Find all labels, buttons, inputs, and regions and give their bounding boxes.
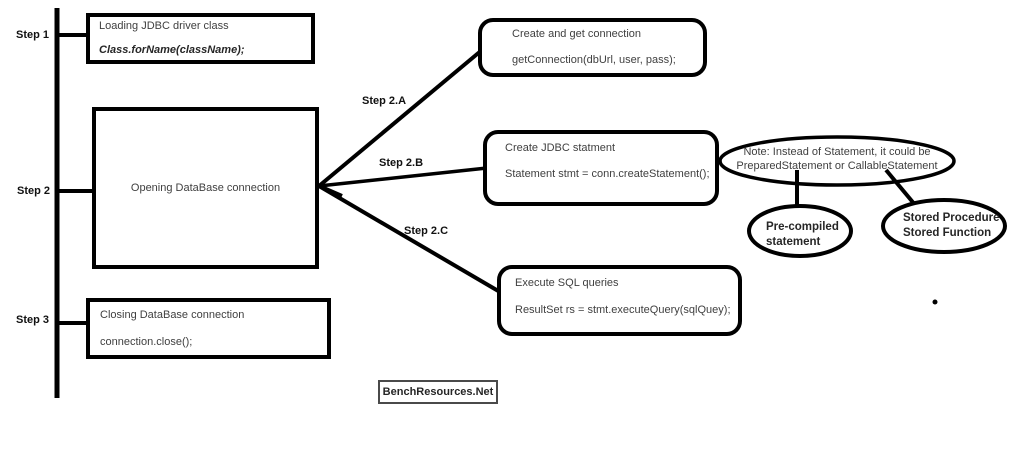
note-ellipse-text: Note: Instead of Statement, it could be … [722, 145, 952, 173]
period-dot [932, 299, 938, 305]
create-statement-title: Create JDBC statment [505, 142, 616, 154]
closing-connection-box: Closing DataBase connection connection.c… [86, 298, 331, 359]
watermark-box: BenchResources.Net [378, 380, 498, 404]
precompiled-line2: statement [766, 236, 821, 248]
note-line1: Note: Instead of Statement, it could be [743, 146, 931, 158]
step2b-label: Step 2.B [379, 157, 424, 169]
note-to-stored-line [884, 168, 918, 208]
step2a-line [317, 48, 484, 188]
execute-queries-box: Execute SQL queries ResultSet rs = stmt.… [497, 265, 742, 336]
closing-connection-title: Closing DataBase connection [100, 309, 245, 321]
watermark-text: BenchResources.Net [382, 386, 494, 398]
loading-driver-box: Loading JDBC driver class Class.forName(… [86, 13, 315, 64]
step2a-label: Step 2.A [362, 95, 407, 107]
create-connection-box: Create and get connection getConnection(… [478, 18, 707, 77]
note-line2: PreparedStatement or CallableStatement [736, 160, 938, 172]
loading-driver-code: Class.forName(className); [99, 44, 245, 56]
step3-label: Step 3 [16, 314, 50, 326]
step2b-line [318, 166, 488, 188]
step2-label: Step 2 [17, 185, 51, 197]
create-connection-code: getConnection(dbUrl, user, pass); [512, 54, 676, 66]
precompiled-ellipse-text: Pre-compiled statement [766, 220, 839, 250]
fan-arrowhead [318, 184, 343, 198]
opening-connection-title: Opening DataBase connection [130, 181, 281, 194]
stored-line1: Stored Procedure [903, 212, 1000, 224]
step2c-label: Step 2.C [404, 225, 449, 237]
stored-line2: Stored Function [903, 227, 992, 239]
precompiled-line1: Pre-compiled [766, 221, 839, 233]
step2c-line [317, 184, 502, 294]
closing-connection-code: connection.close(); [100, 336, 193, 348]
create-statement-box: Create JDBC statment Statement stmt = co… [483, 130, 719, 206]
stored-ellipse-text: Stored Procedure Stored Function [903, 211, 1000, 241]
precompiled-ellipse-outline [747, 204, 853, 258]
opening-connection-box: Opening DataBase connection [92, 107, 319, 269]
step1-label: Step 1 [16, 29, 50, 41]
create-statement-code: Statement stmt = conn.createStatement(); [505, 168, 710, 180]
note-ellipse-outline [718, 135, 956, 187]
execute-queries-title: Execute SQL queries [515, 277, 619, 289]
execute-queries-code: ResultSet rs = stmt.executeQuery(sqlQuey… [515, 304, 731, 316]
loading-driver-title: Loading JDBC driver class [99, 20, 229, 32]
stored-ellipse-outline [881, 198, 1007, 254]
create-connection-title: Create and get connection [512, 28, 642, 40]
